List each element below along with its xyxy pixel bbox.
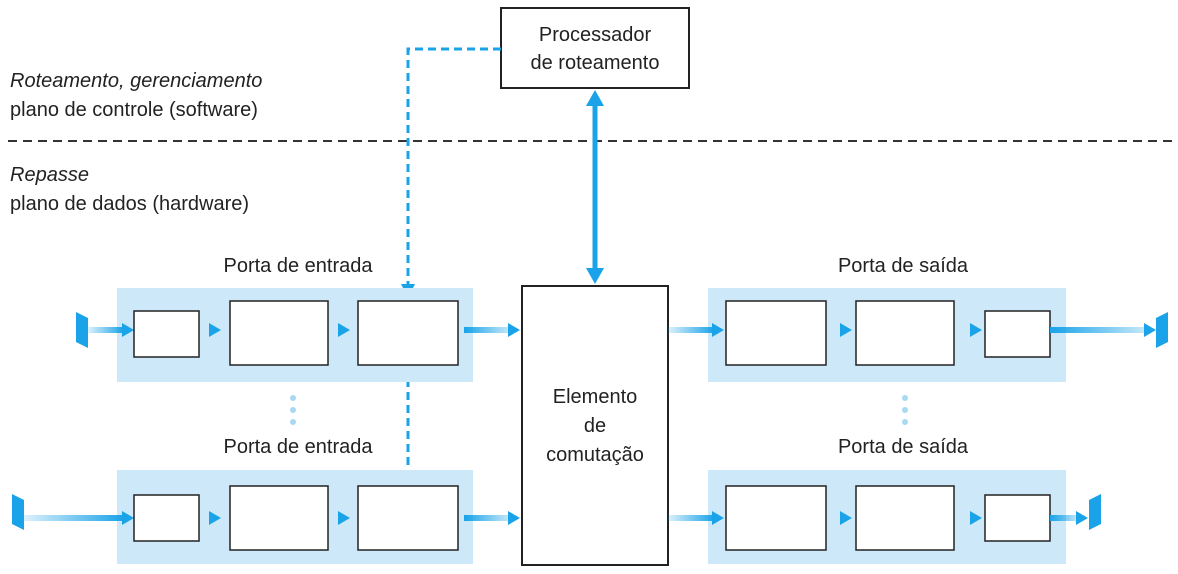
link-layer-box	[855, 300, 955, 366]
line-termination-box	[133, 494, 200, 542]
queue-buffer-box	[725, 300, 827, 366]
output-port-bottom: Porta de saída	[668, 436, 1101, 564]
input-link-icon	[76, 312, 88, 348]
link-layer-box	[855, 485, 955, 551]
input-port-label: Porta de entrada	[224, 436, 374, 458]
control-plane-title: Roteamento, gerenciamento	[10, 70, 262, 92]
line-termination-box	[984, 494, 1051, 542]
switch-fabric-line3: comutação	[546, 444, 644, 466]
input-link-icon	[12, 494, 24, 530]
output-port-label: Porta de saída	[838, 436, 969, 458]
routing-processor-box	[500, 7, 690, 89]
output-port-top: Porta de saída	[668, 255, 1168, 382]
lookup-forwarding-box	[357, 485, 459, 551]
switch-fabric-box	[521, 285, 669, 566]
output-link-icon	[1156, 312, 1168, 348]
routing-processor-line1: Processador	[539, 24, 652, 46]
lookup-forwarding-box	[357, 300, 459, 366]
processor-fabric-link	[586, 90, 604, 284]
link-layer-box	[229, 485, 329, 551]
switch-fabric-line2: de	[584, 415, 606, 437]
control-plane-subtitle: plano de controle (software)	[10, 99, 258, 121]
link-layer-box	[229, 300, 329, 366]
control-dashed-link	[401, 47, 501, 488]
output-port-label: Porta de saída	[838, 255, 969, 277]
queue-buffer-box	[725, 485, 827, 551]
switch-fabric-line1: Elemento	[553, 386, 638, 408]
input-ports-ellipsis	[290, 395, 296, 425]
input-port-top: Porta de entrada	[76, 255, 520, 382]
data-plane-subtitle: plano de dados (hardware)	[10, 193, 249, 215]
line-termination-box	[984, 310, 1051, 358]
routing-processor-line2: de roteamento	[531, 52, 660, 74]
input-port-bottom: Porta de entrada	[12, 436, 520, 564]
data-plane-title: Repasse	[10, 164, 89, 186]
input-port-label: Porta de entrada	[224, 255, 374, 277]
output-ports-ellipsis	[902, 395, 908, 425]
output-link-icon	[1089, 494, 1101, 530]
line-termination-box	[133, 310, 200, 358]
